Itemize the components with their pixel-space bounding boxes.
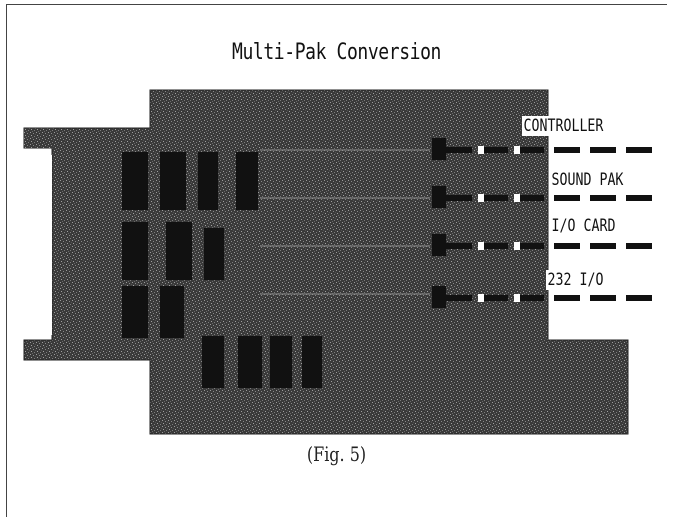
chip bbox=[238, 336, 262, 388]
chip bbox=[204, 228, 224, 280]
chip bbox=[270, 336, 292, 388]
chip bbox=[160, 286, 184, 338]
chip bbox=[236, 152, 258, 210]
edge-connector-slot bbox=[42, 155, 52, 335]
slot-pad bbox=[432, 186, 446, 208]
slot-pad bbox=[432, 138, 446, 160]
chip bbox=[198, 152, 218, 210]
chip bbox=[160, 152, 186, 210]
figure-caption: (Fig. 5) bbox=[306, 442, 367, 466]
slot-label-sound-pak: SOUND PAK bbox=[550, 170, 625, 190]
board-traces bbox=[260, 149, 430, 295]
figure-frame bbox=[6, 4, 667, 517]
chip bbox=[302, 336, 322, 388]
slot-label-controller: CONTROLLER bbox=[522, 116, 605, 136]
chips bbox=[122, 152, 322, 388]
slot-label-232-io: 232 I/O bbox=[546, 270, 606, 290]
figure-title: Multi-Pak Conversion bbox=[231, 40, 442, 65]
chip bbox=[122, 152, 148, 210]
chip bbox=[122, 286, 148, 338]
chip bbox=[122, 222, 148, 280]
slot-label-io-card: I/O CARD bbox=[550, 216, 617, 236]
circuit-board bbox=[23, 89, 629, 435]
slot-pad bbox=[432, 286, 446, 308]
chip bbox=[202, 336, 224, 388]
slot-leaders bbox=[432, 138, 660, 308]
chip bbox=[166, 222, 192, 280]
slot-pad bbox=[432, 234, 446, 256]
